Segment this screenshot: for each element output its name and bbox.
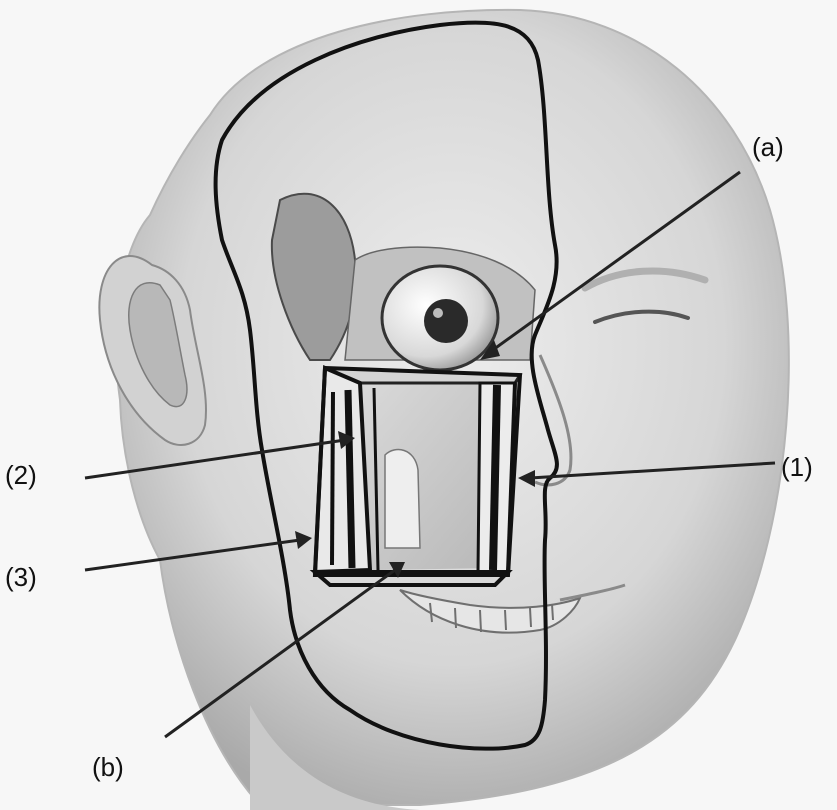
pupil-highlight [433, 308, 443, 318]
label-1: (1) [781, 452, 813, 482]
iris [424, 299, 468, 343]
label-b: (b) [92, 752, 124, 782]
label-3: (3) [5, 562, 37, 592]
stripe-left-1 [348, 390, 352, 568]
label-a: (a) [752, 132, 784, 162]
stripe-right-1 [493, 385, 497, 570]
eyeball [382, 266, 498, 370]
box-insert [315, 368, 520, 585]
label-2: (2) [5, 460, 37, 490]
stripe-left-2 [332, 392, 333, 565]
inner-tooth [385, 450, 420, 548]
